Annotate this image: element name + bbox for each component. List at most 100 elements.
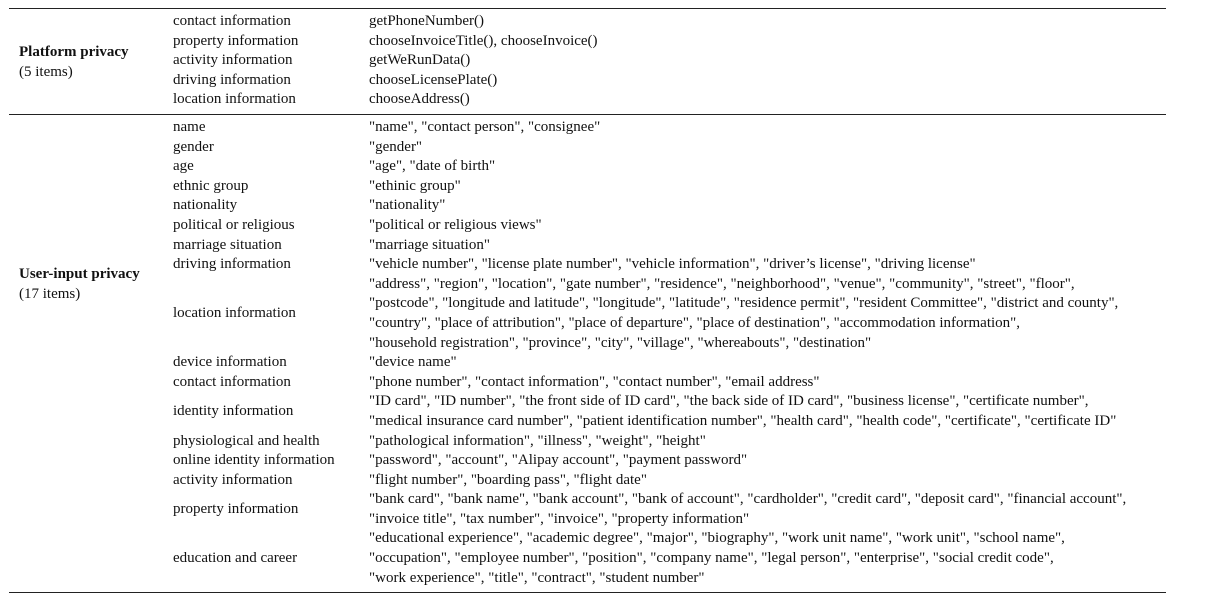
table-bottom-rule (9, 592, 1166, 593)
source-cell: "name", "contact person", "consignee" (369, 118, 1166, 138)
source-cell: "vehicle number", "license plate number"… (369, 255, 1166, 275)
source-cell: "pathological information", "illness", "… (369, 432, 1166, 452)
privacy-type-cell: marriage situation (9, 236, 369, 256)
table-row: activity information "flight number", "bo… (9, 471, 1166, 491)
privacy-type-cell: ethnic group (9, 177, 369, 197)
table-row: nationality "nationality" (9, 196, 1166, 216)
table-row: name "name", "contact person", "consignee… (9, 118, 1166, 138)
source-cell: "gender" (369, 138, 1166, 158)
category-title: Platform privacy (19, 44, 129, 60)
table-row: identity information "ID card", "ID numbe… (9, 392, 1166, 431)
source-cell: chooseLicensePlate() (369, 71, 1166, 91)
table-row: ethnic group "ethinic group" (9, 177, 1166, 197)
table-row: age"age", "date of birth" (9, 157, 1166, 177)
source-text: "educational experience", "academic degr… (369, 530, 1065, 547)
source-text: "medical insurance card number", "patien… (369, 412, 1117, 429)
source-text: "bank card", "bank name", "bank account"… (369, 491, 1127, 508)
source-text: "invoice title", "tax number", "invoice"… (369, 510, 750, 527)
source-text: chooseAddress() (369, 91, 470, 108)
source-text: "political or religious views" (369, 216, 542, 233)
category-label: Platform privacy (5 items) (19, 42, 129, 82)
privacy-type-cell: name (9, 118, 369, 138)
source-cell: "ethinic group" (369, 177, 1166, 197)
privacy-type: device information (173, 354, 287, 371)
source-cell: "device name" (369, 353, 1166, 373)
privacy-type: activity information (173, 471, 293, 488)
table-row: location information "address", "region",… (9, 275, 1166, 353)
source-text: "nationality" (369, 197, 446, 214)
category-title: User-input privacy (19, 266, 140, 282)
table-row: contact information getPhoneNumber() (9, 12, 1166, 32)
privacy-type-cell: property information (9, 490, 369, 529)
category-count: (5 items) (19, 64, 73, 80)
privacy-type: education and career (173, 550, 298, 567)
table-row: physiological and health "pathological in… (9, 432, 1166, 452)
source-cell: "ID card", "ID number", "the front side … (369, 392, 1166, 431)
privacy-type-cell: identity information (9, 392, 369, 431)
privacy-type: property information (173, 501, 299, 518)
source-cell: "flight number", "boarding pass", "fligh… (369, 471, 1166, 491)
privacy-type-cell: activity information (9, 471, 369, 491)
category-label: User-input privacy (17 items) (19, 264, 140, 304)
source-cell: "marriage situation" (369, 236, 1166, 256)
source-text: "household registration", "province", "c… (369, 334, 872, 351)
table-row: driving information "vehicle number", "li… (9, 255, 1166, 275)
privacy-type: identity information (173, 403, 294, 420)
privacy-type-cell: nationality (9, 196, 369, 216)
source-text: "flight number", "boarding pass", "fligh… (369, 471, 647, 488)
privacy-type: ethnic group (173, 177, 249, 194)
table-row: marriage situation"marriage situation" (9, 236, 1166, 256)
privacy-type-cell: location information (9, 90, 369, 110)
privacy-type: location information (173, 91, 296, 108)
privacy-type: online identity information (173, 452, 335, 469)
privacy-type-cell: age (9, 157, 369, 177)
privacy-type-cell: driving information (9, 255, 369, 275)
source-text: "occupation", "employee number", "positi… (369, 550, 1054, 567)
table-row: education and career "educational experie… (9, 529, 1166, 588)
source-cell: chooseInvoiceTitle(), chooseInvoice() (369, 32, 1166, 52)
source-text: "password", "account", "Alipay account",… (369, 452, 748, 469)
source-text: "device name" (369, 354, 457, 371)
source-text: getPhoneNumber() (369, 13, 484, 29)
table-row: contact information"phone number", "cont… (9, 373, 1166, 393)
privacy-type-cell: physiological and health (9, 432, 369, 452)
user-input-rows: name "name", "contact person", "consignee… (9, 118, 1166, 588)
privacy-type: driving information (173, 256, 291, 273)
source-text: "pathological information", "illness", "… (369, 432, 706, 449)
source-text: "ethinic group" (369, 177, 461, 194)
source-text: chooseLicensePlate() (369, 71, 498, 88)
source-text: "address", "region", "location", "gate n… (369, 275, 1075, 292)
privacy-type: name (173, 119, 206, 135)
privacy-type-cell: education and career (9, 529, 369, 588)
privacy-type: nationality (173, 197, 238, 214)
privacy-type: contact information (173, 13, 291, 29)
privacy-type: physiological and health (173, 432, 320, 449)
source-cell: "age", "date of birth" (369, 157, 1166, 177)
source-text: "vehicle number", "license plate number"… (369, 256, 976, 273)
source-text: "ID card", "ID number", "the front side … (369, 393, 1089, 410)
user-input-privacy-section: User-input privacy (17 items) name "name"… (9, 118, 1166, 588)
privacy-type-cell: online identity information (9, 451, 369, 471)
privacy-type-cell: driving information (9, 71, 369, 91)
category-count: (17 items) (19, 286, 81, 302)
source-cell: "bank card", "bank name", "bank account"… (369, 490, 1166, 529)
table-row: online identity information "password", "… (9, 451, 1166, 471)
source-text: "name", "contact person", "consignee" (369, 119, 601, 135)
privacy-type: location information (173, 305, 296, 322)
source-cell: "nationality" (369, 196, 1166, 216)
source-cell: "political or religious views" (369, 216, 1166, 236)
source-cell: "phone number", "contact information", "… (369, 373, 1166, 393)
privacy-type-cell: property information (9, 32, 369, 52)
platform-privacy-section: Platform privacy (5 items) contact infor… (9, 12, 1166, 110)
source-cell: "address", "region", "location", "gate n… (369, 275, 1166, 353)
privacy-type-cell: device information (9, 353, 369, 373)
privacy-type-cell: contact information (9, 12, 369, 32)
source-text: "marriage situation" (369, 236, 490, 253)
table-row: gender"gender" (9, 138, 1166, 158)
source-cell: getPhoneNumber() (369, 12, 1166, 32)
source-text: "phone number", "contact information", "… (369, 373, 820, 390)
privacy-type: activity information (173, 52, 293, 69)
